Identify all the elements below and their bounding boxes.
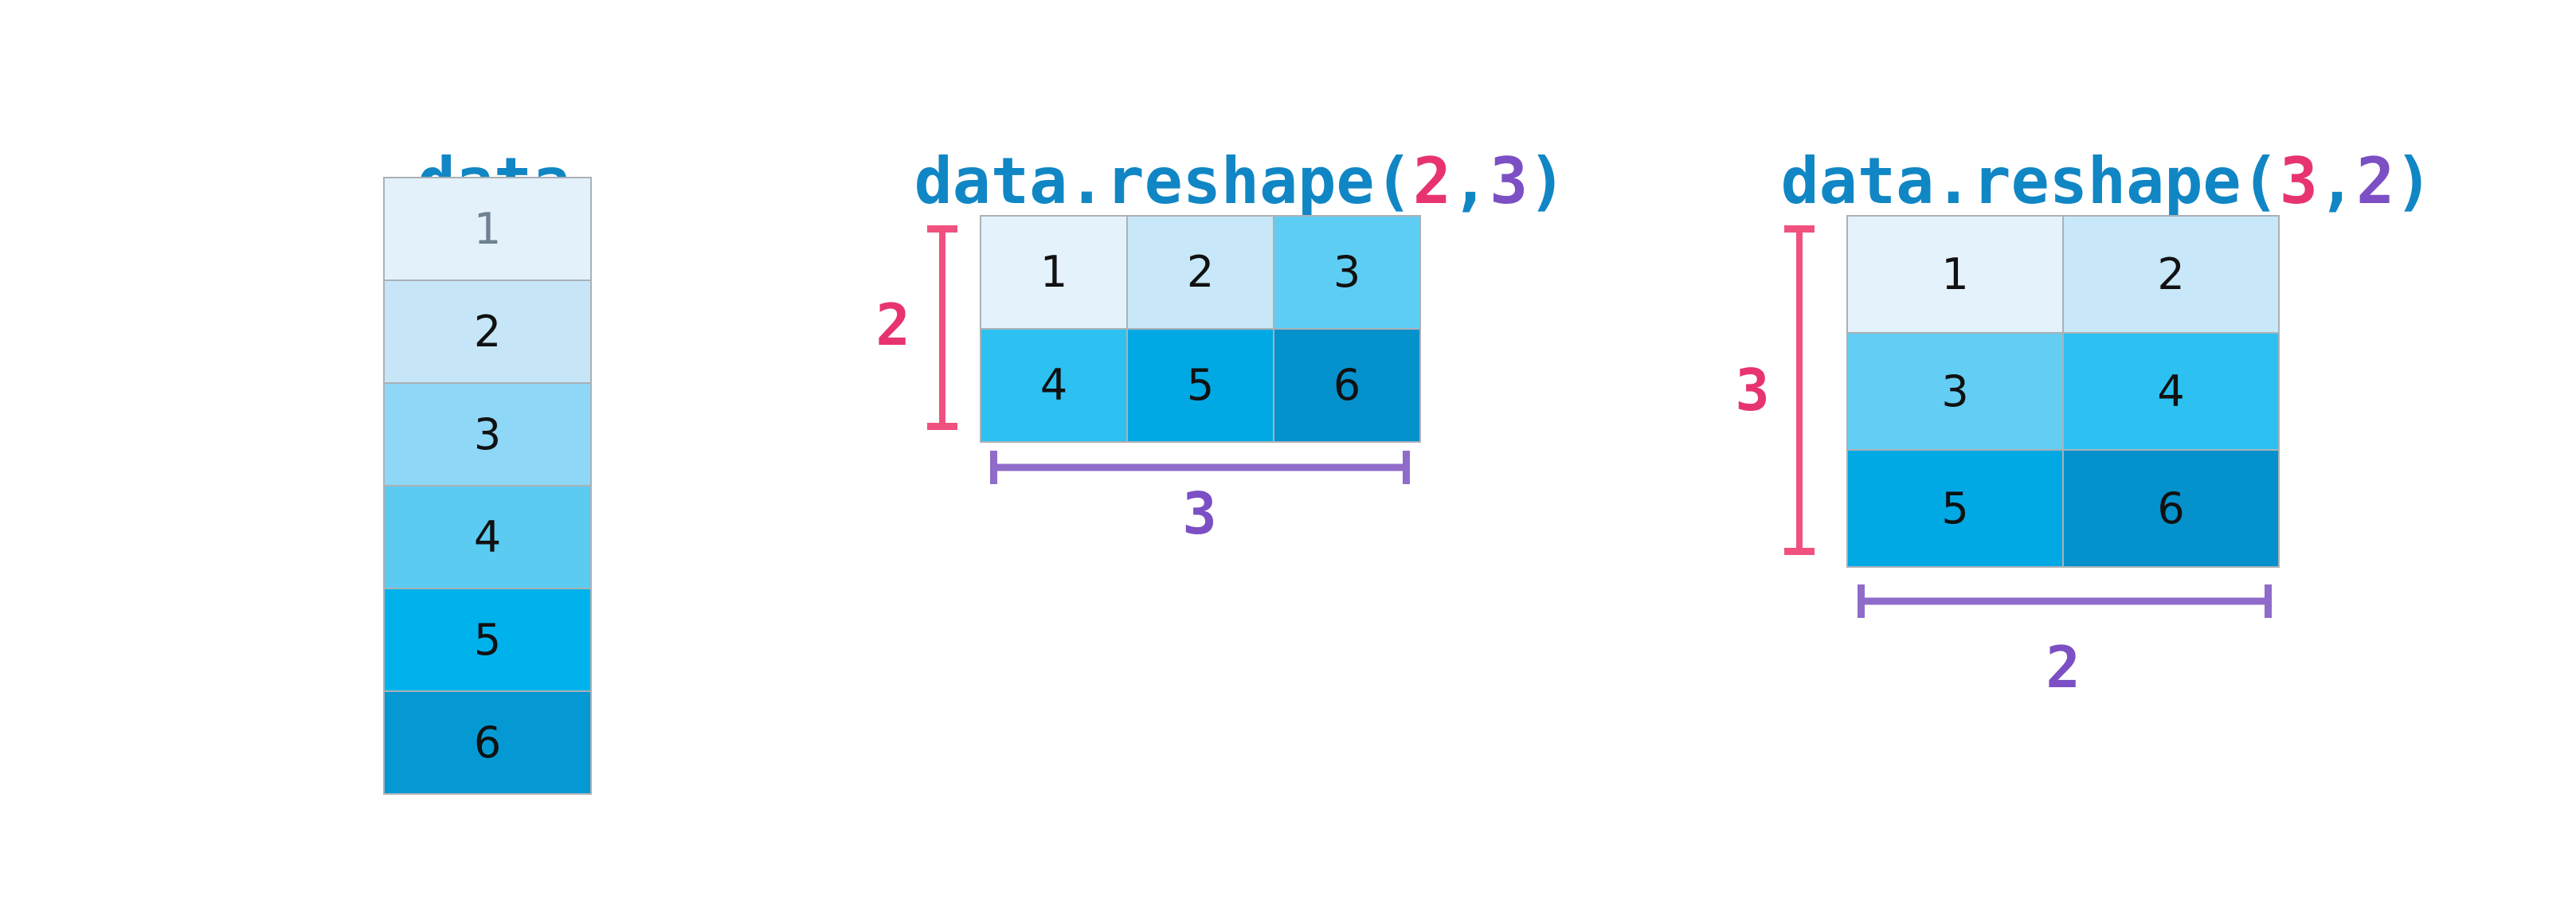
array-cell-1: 1 xyxy=(385,178,590,279)
reshape-3-2-cell-2: 2 xyxy=(2064,217,2278,332)
reshape-2-3-grid: 1 2 3 4 5 6 xyxy=(980,215,1421,443)
reshape-3-2-title-rows-arg: 3 xyxy=(2279,144,2318,219)
reshape-2-3-cell-4: 4 xyxy=(981,330,1126,441)
reshape-3-2-rows-count: 3 xyxy=(1735,357,1770,424)
array-cell-5: 5 xyxy=(385,589,590,690)
reshape-2-3-cell-5: 5 xyxy=(1128,330,1273,441)
array-cell-4: 4 xyxy=(385,487,590,588)
bracket-cap-icon xyxy=(1784,548,1815,555)
reshape-2-3-title-comma: , xyxy=(1450,144,1490,219)
reshape-2-3-cell-1-value: 1 xyxy=(1039,247,1068,297)
reshape-3-2-cell-4: 4 xyxy=(2064,334,2278,449)
reshape-3-2-cols-bracket xyxy=(1858,584,2272,618)
array-cell-3-value: 3 xyxy=(473,408,502,459)
reshape-3-2-cell-2-value: 2 xyxy=(2157,248,2185,299)
bracket-cap-icon xyxy=(927,423,957,430)
reshape-3-2-cell-6-value: 6 xyxy=(2157,483,2185,534)
array-cell-6: 6 xyxy=(385,692,590,793)
data-array-grid: 1 2 3 4 5 6 xyxy=(383,177,592,795)
bracket-stem-icon xyxy=(990,463,1410,471)
reshape-2-3-cols-count: 3 xyxy=(1182,480,1217,547)
reshape-2-3-cell-6-value: 6 xyxy=(1333,360,1361,410)
reshape-3-2-cell-1-value: 1 xyxy=(1941,248,1969,299)
array-cell-3: 3 xyxy=(385,384,590,485)
reshape-3-2-title-suffix: ) xyxy=(2394,144,2433,219)
reshape-3-2-cell-4-value: 4 xyxy=(2157,365,2185,416)
reshape-2-3-cell-6: 6 xyxy=(1274,330,1419,441)
reshape-2-3-cell-2: 2 xyxy=(1128,217,1273,328)
array-cell-4-value: 4 xyxy=(473,511,502,562)
reshape-2-3-cols-label: 3 xyxy=(1152,483,1247,544)
reshape-3-2-rows-bracket xyxy=(1784,225,1815,555)
reshape-2-3-rows-label: 2 xyxy=(845,295,941,355)
array-cell-2: 2 xyxy=(385,281,590,382)
reshape-2-3-title: data.reshape(2,3) xyxy=(914,144,1567,219)
array-cell-1-value: 1 xyxy=(473,203,502,254)
reshape-3-2-cell-3: 3 xyxy=(1848,334,2062,449)
reshape-3-2-rows-label: 3 xyxy=(1705,360,1800,420)
reshape-3-2-cols-label: 2 xyxy=(2015,637,2111,698)
reshape-3-2-title-prefix: data.reshape( xyxy=(1780,144,2280,219)
array-cell-2-value: 2 xyxy=(473,306,502,357)
reshape-3-2-title-cols-arg: 2 xyxy=(2356,144,2395,219)
reshape-2-3-cell-4-value: 4 xyxy=(1039,360,1068,410)
bracket-cap-icon xyxy=(1403,451,1410,484)
reshape-3-2-cell-5-value: 5 xyxy=(1941,483,1969,534)
reshape-2-3-cell-2-value: 2 xyxy=(1186,247,1215,297)
bracket-stem-icon xyxy=(939,225,945,430)
array-cell-5-value: 5 xyxy=(473,614,502,665)
reshape-2-3-cell-1: 1 xyxy=(981,217,1126,328)
reshape-2-3-title-cols-arg: 3 xyxy=(1490,144,1529,219)
reshape-3-2-cell-3-value: 3 xyxy=(1941,365,1969,416)
reshape-3-2-grid: 1 2 3 4 5 6 xyxy=(1846,215,2280,568)
bracket-cap-icon xyxy=(2265,584,2272,618)
reshape-3-2-cell-5: 5 xyxy=(1848,451,2062,566)
reshape-3-2-cell-6: 6 xyxy=(2064,451,2278,566)
reshape-3-2-cols-count: 2 xyxy=(2046,634,2081,701)
reshape-2-3-cell-3: 3 xyxy=(1274,217,1419,328)
reshape-3-2-title: data.reshape(3,2) xyxy=(1781,144,2433,219)
array-cell-6-value: 6 xyxy=(473,717,502,768)
bracket-stem-icon xyxy=(1796,225,1803,555)
reshape-2-3-cell-3-value: 3 xyxy=(1333,247,1361,297)
reshape-2-3-title-prefix: data.reshape( xyxy=(914,144,1413,219)
reshape-3-2-cell-1: 1 xyxy=(1848,217,2062,332)
reshape-2-3-title-suffix: ) xyxy=(1528,144,1567,219)
bracket-stem-icon xyxy=(1858,597,2272,605)
reshape-2-3-title-rows-arg: 2 xyxy=(1412,144,1451,219)
reshape-2-3-rows-count: 2 xyxy=(875,291,910,358)
reshape-2-3-cell-5-value: 5 xyxy=(1186,360,1215,410)
reshape-2-3-rows-bracket xyxy=(927,225,957,430)
reshape-3-2-title-comma: , xyxy=(2317,144,2357,219)
reshape-2-3-cols-bracket xyxy=(990,451,1410,484)
